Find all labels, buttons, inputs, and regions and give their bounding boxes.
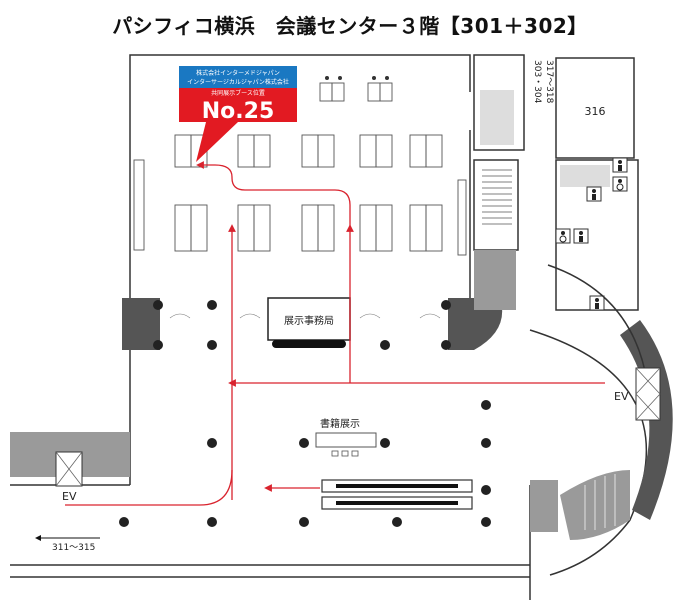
escalator-block: [530, 480, 558, 532]
callout-company-line1: 株式会社インターメドジャパン: [196, 69, 280, 77]
right-ev-label: EV: [614, 390, 629, 403]
restroom-icon: [589, 295, 605, 311]
secretariat-label: 展示事務局: [284, 314, 334, 327]
east-curve-wall: [529, 329, 648, 576]
room-316: [555, 57, 635, 159]
wheelchair-icon: [555, 228, 571, 244]
wheelchair-icon: [612, 176, 628, 192]
room-316-label: 316: [585, 105, 606, 118]
restroom-icon: [612, 157, 628, 173]
pillar-curve: [474, 298, 503, 350]
booth-number: No.25: [202, 99, 275, 124]
east-wall: [474, 250, 516, 310]
book-display-table: [315, 432, 377, 448]
right-elevator-shaft: [635, 367, 661, 421]
rooms-311-315-label: 311～315: [52, 543, 95, 553]
book-display-label: 書籍展示: [320, 417, 360, 430]
room-303-304-label: 303・304: [532, 60, 542, 104]
left-ev-label: EV: [62, 490, 77, 503]
pillar-block: [448, 298, 474, 350]
stair-well: [473, 159, 519, 251]
callout-booth-caption: 共同展示ブース位置: [211, 89, 265, 97]
walking-route: [65, 161, 605, 506]
booth-callout: 株式会社インターメドジャパン インターサージカルジャパン株式会社 共同展示ブース…: [179, 66, 297, 162]
room-317-318-label: 317～318: [544, 60, 554, 104]
restroom-icon: [573, 228, 589, 244]
pillars: [119, 300, 491, 527]
booth-tables: [133, 82, 467, 256]
floor-title: パシフィコ横浜 会議センター３階【301＋302】: [112, 14, 588, 38]
callout-company-line2: インターサージカルジャパン株式会社: [187, 78, 289, 86]
restroom-icon: [586, 186, 602, 202]
